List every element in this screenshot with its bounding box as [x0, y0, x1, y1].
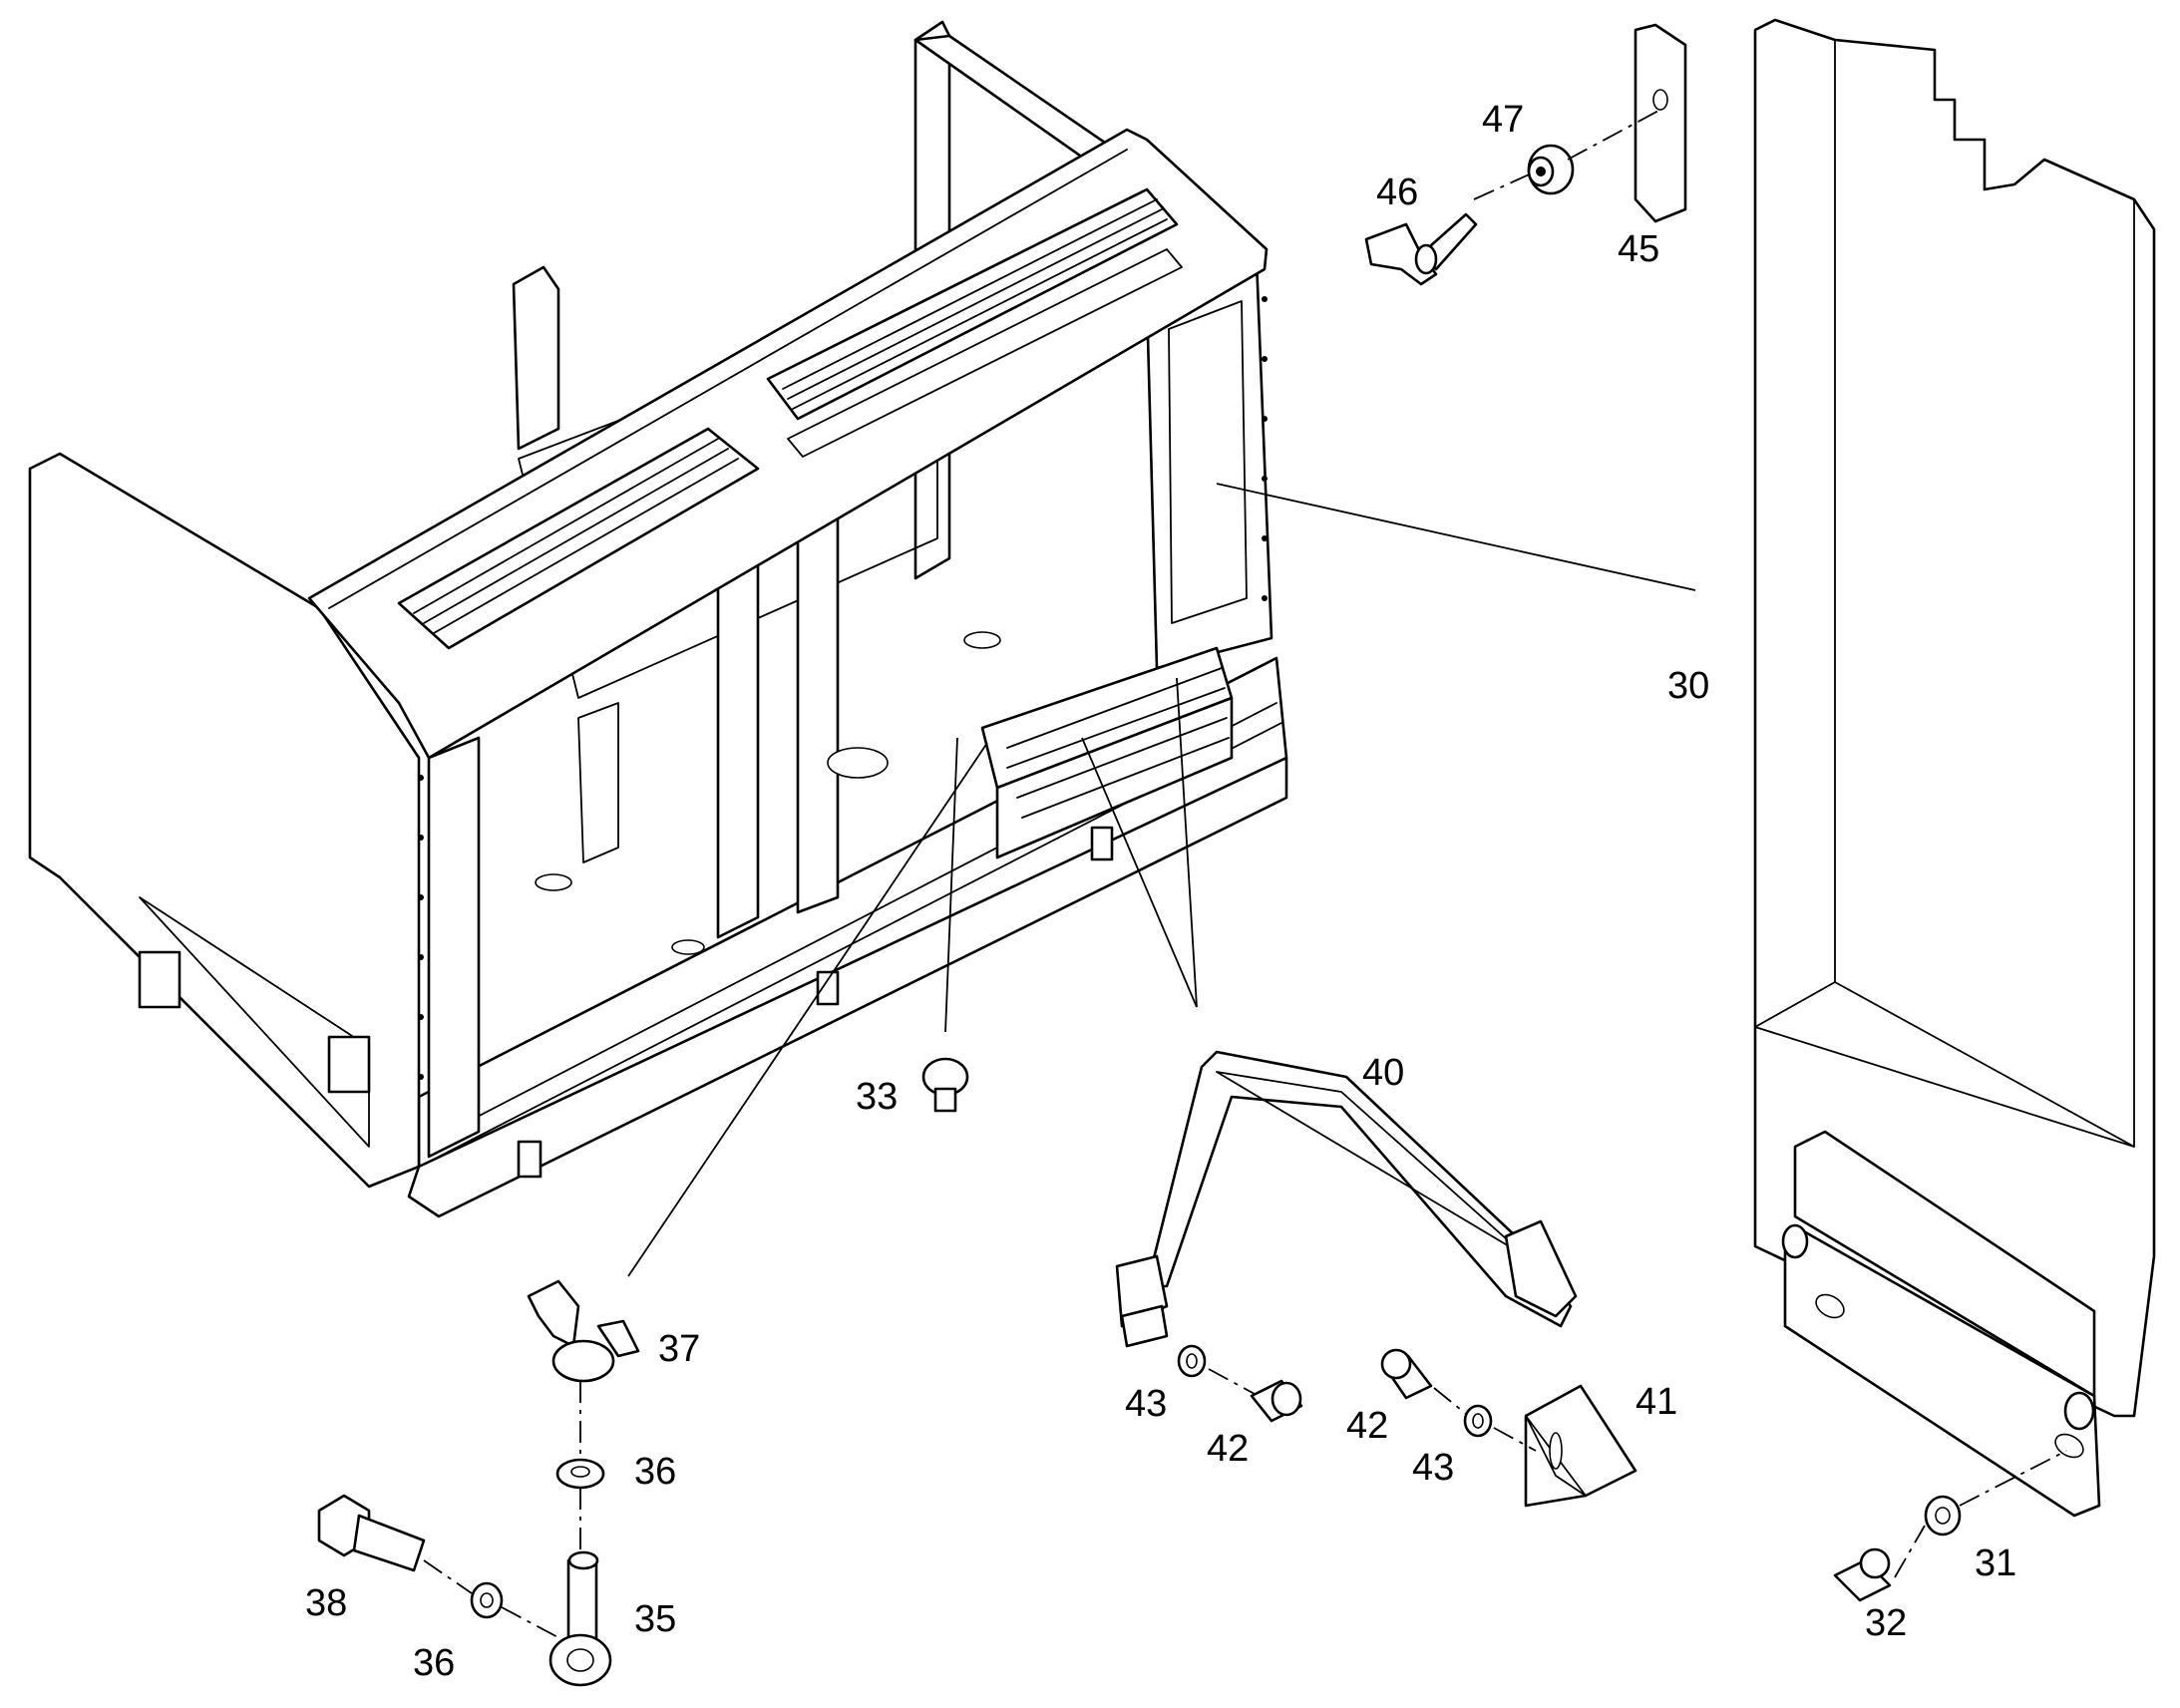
grommet-47 [1527, 144, 1575, 195]
callout-36-upper: 36 [634, 1451, 676, 1493]
battery-strap-40 [1115, 1050, 1578, 1348]
washer-36-lower [470, 1581, 504, 1619]
callout-43-left: 43 [1125, 1383, 1167, 1425]
callout-38: 38 [305, 1582, 347, 1624]
bolt-42-left [1250, 1379, 1303, 1423]
washer-31 [1924, 1495, 1962, 1537]
callout-35: 35 [634, 1598, 676, 1640]
wing-bolt-46 [1364, 212, 1478, 286]
hex-bolt-38 [317, 1494, 426, 1572]
clamp-41 [1524, 1384, 1637, 1508]
wing-nut-37 [527, 1279, 640, 1383]
leader-lines [423, 109, 2067, 1641]
callout-32: 32 [1865, 1602, 1907, 1644]
frame-assembly [28, 20, 1288, 1218]
callout-30: 30 [1667, 665, 1709, 707]
knob-33 [921, 1057, 969, 1113]
callout-43-right: 43 [1412, 1447, 1454, 1489]
callout-37: 37 [658, 1328, 700, 1370]
bolt-42-right [1380, 1348, 1433, 1400]
callout-41: 41 [1635, 1381, 1677, 1423]
callout-46: 46 [1376, 171, 1418, 213]
callout-labels: 30 31 32 33 35 36 36 37 38 40 41 42 42 4… [305, 99, 2016, 1684]
callout-42-left: 42 [1207, 1428, 1249, 1470]
callout-47: 47 [1482, 99, 1524, 141]
washer-43-left [1177, 1344, 1207, 1378]
callout-40: 40 [1362, 1052, 1404, 1094]
washer-36-upper [555, 1458, 605, 1490]
callout-33: 33 [856, 1076, 898, 1118]
washer-43-right [1463, 1404, 1493, 1438]
callout-45: 45 [1618, 228, 1659, 270]
eye-bolt-35 [548, 1550, 612, 1687]
side-door-panel-30 [1753, 18, 2156, 1518]
callout-31: 31 [1975, 1542, 2016, 1584]
callout-36-lower: 36 [413, 1642, 455, 1684]
bolt-32 [1833, 1547, 1892, 1602]
bracket-45 [1634, 23, 1687, 223]
callout-42-right: 42 [1346, 1405, 1388, 1447]
